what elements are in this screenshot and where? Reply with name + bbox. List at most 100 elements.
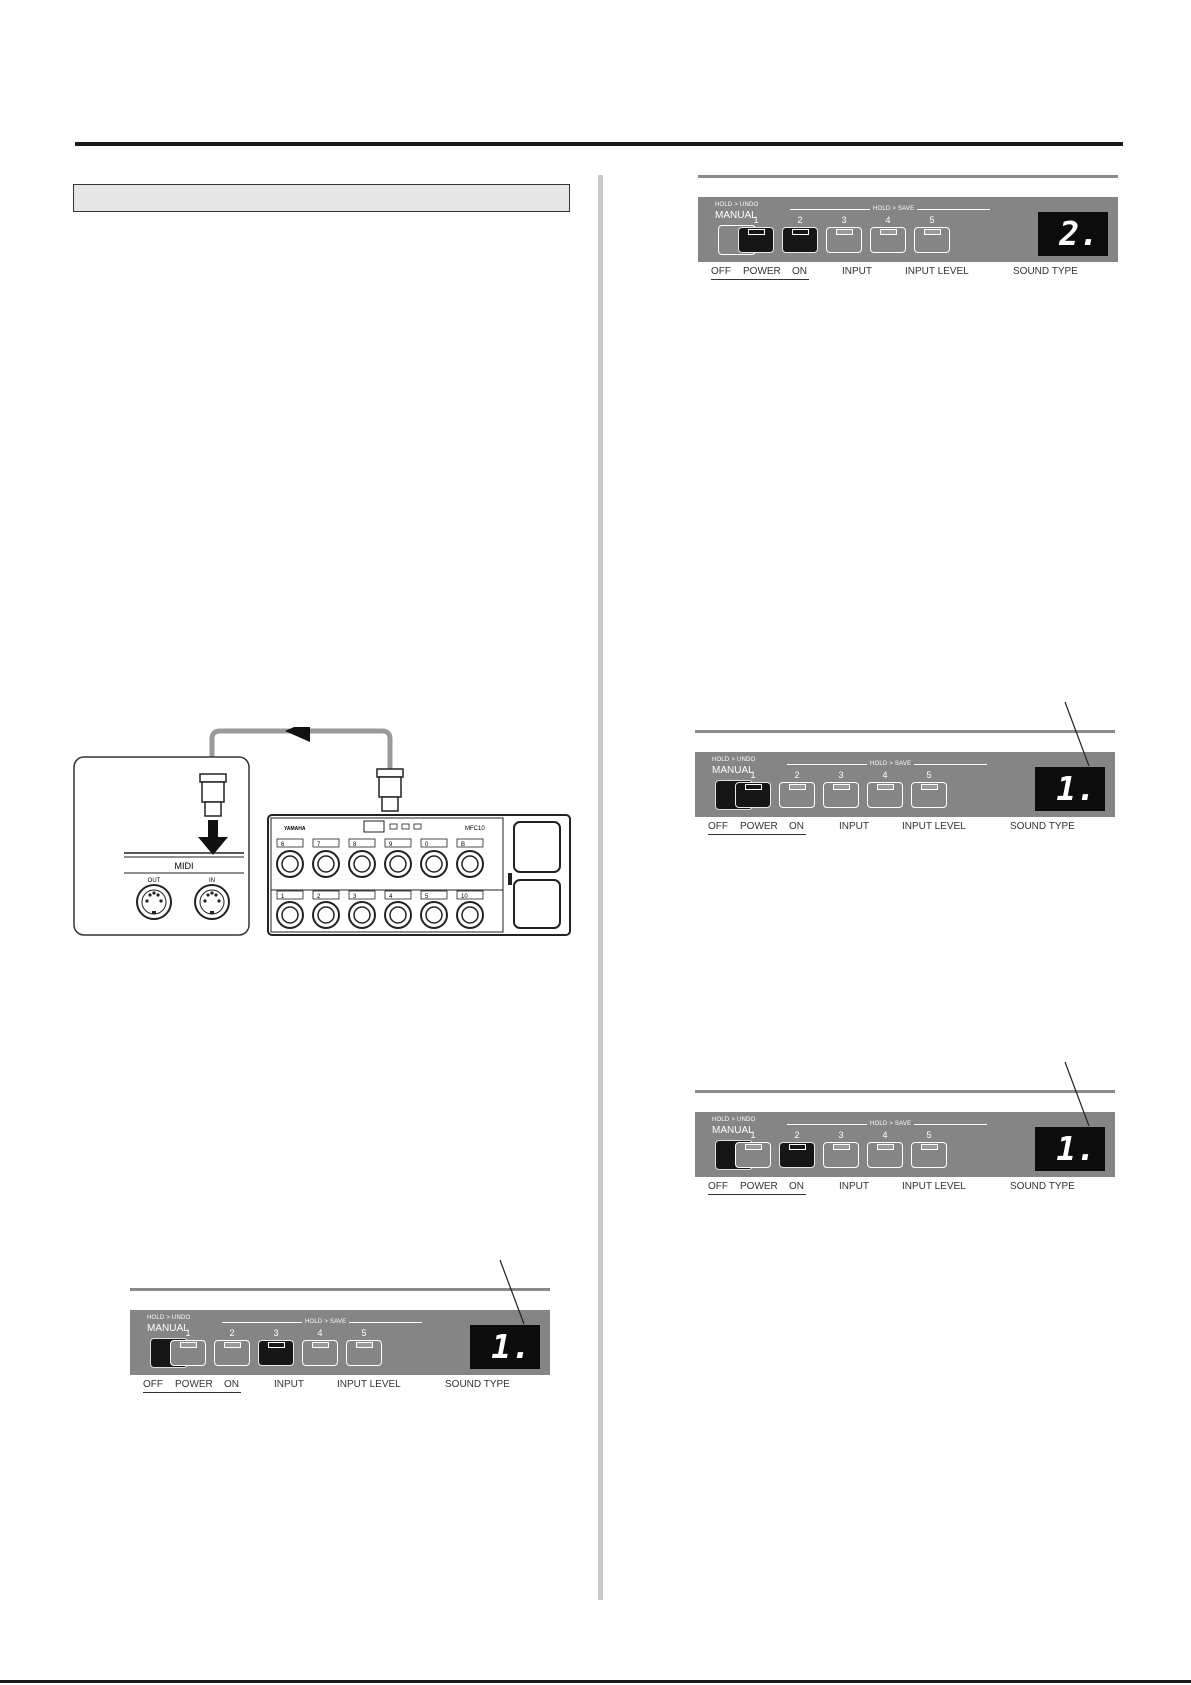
button-number-3: 3 xyxy=(838,770,844,780)
midi-label: MIDI xyxy=(175,861,194,871)
display-digit: 2. xyxy=(1059,214,1099,253)
controller-footswitch-inner xyxy=(353,855,371,873)
on-label: ON xyxy=(224,1379,239,1390)
footswitch-button-4[interactable] xyxy=(870,227,906,253)
midi-plug-right xyxy=(376,768,404,812)
controller-footswitch-inner xyxy=(461,906,479,924)
bottom-rule xyxy=(0,1680,1191,1683)
cable-direction-arrow xyxy=(285,727,310,742)
panel-rule xyxy=(130,1288,550,1291)
controller-switch-label: 9 xyxy=(389,842,393,848)
midi-in-label: IN xyxy=(209,878,215,884)
hold-save-label: HOLD > SAVE xyxy=(867,1121,915,1127)
footswitch-button-3[interactable] xyxy=(823,782,859,808)
footswitch-button-1[interactable] xyxy=(735,782,771,808)
controller-footswitch-inner xyxy=(389,906,407,924)
display-digit: 1. xyxy=(1056,1129,1096,1168)
button-number-2: 2 xyxy=(794,770,800,780)
button-number-3: 3 xyxy=(838,1130,844,1140)
footswitch-button-1[interactable] xyxy=(738,227,774,253)
input-label: INPUT xyxy=(839,821,869,832)
button-number-1: 1 xyxy=(750,1130,756,1140)
button-number-4: 4 xyxy=(882,770,888,780)
footswitch-button-1[interactable] xyxy=(735,1142,771,1168)
button-number-1: 1 xyxy=(185,1328,191,1338)
input-level-label: INPUT LEVEL xyxy=(905,266,969,277)
controller-switch-label: 7 xyxy=(317,842,321,848)
input-level-label: INPUT LEVEL xyxy=(337,1379,401,1390)
controller-switch-label: 1 xyxy=(281,894,285,900)
hold-undo-label: HOLD > UNDO xyxy=(712,757,756,763)
controller-switch-label-box xyxy=(276,838,304,848)
footswitch-button-2[interactable] xyxy=(214,1340,250,1366)
footswitch-button-5[interactable] xyxy=(911,782,947,808)
power-label: POWER xyxy=(740,821,778,832)
button-number-2: 2 xyxy=(797,215,803,225)
hold-save-label: HOLD > SAVE xyxy=(302,1319,350,1325)
footswitch-button-3[interactable] xyxy=(823,1142,859,1168)
controller-switch-label-box xyxy=(276,890,304,900)
hold-undo-label: HOLD > UNDO xyxy=(715,202,759,208)
controller-footswitch-inner xyxy=(353,906,371,924)
button-number-5: 5 xyxy=(929,215,935,225)
power-label: POWER xyxy=(175,1379,213,1390)
footswitch-button-3[interactable] xyxy=(826,227,862,253)
column-divider xyxy=(598,175,603,1600)
off-label: OFF xyxy=(708,821,728,832)
button-number-3: 3 xyxy=(273,1328,279,1338)
footswitch-button-4[interactable] xyxy=(867,782,903,808)
controller-footswitch-inner xyxy=(317,855,335,873)
input-label: INPUT xyxy=(839,1181,869,1192)
midi-out-socket xyxy=(136,884,172,920)
footswitch-button-5[interactable] xyxy=(346,1340,382,1366)
footswitch-button-2[interactable] xyxy=(779,1142,815,1168)
power-label: POWER xyxy=(740,1181,778,1192)
controller-switch-label-box xyxy=(420,838,448,848)
power-label: POWER xyxy=(743,266,781,277)
pointer-line xyxy=(1064,701,1090,767)
button-number-1: 1 xyxy=(750,770,756,780)
controller-footswitch-inner xyxy=(281,855,299,873)
power-underline xyxy=(708,1194,806,1195)
input-level-label: INPUT LEVEL xyxy=(902,1181,966,1192)
controller-switch-label: 5 xyxy=(425,894,429,900)
button-number-1: 1 xyxy=(753,215,759,225)
button-number-4: 4 xyxy=(882,1130,888,1140)
expression-pedal-top xyxy=(513,821,561,873)
sound-type-display: 2. xyxy=(1038,212,1108,256)
footswitch-button-4[interactable] xyxy=(867,1142,903,1168)
footswitch-button-5[interactable] xyxy=(914,227,950,253)
controller-switch-label-box xyxy=(384,838,412,848)
footswitch-button-5[interactable] xyxy=(911,1142,947,1168)
footswitch-button-2[interactable] xyxy=(779,782,815,808)
controller-footswitch-inner xyxy=(389,855,407,873)
panel-rule xyxy=(695,730,1115,733)
midi-out-label: OUT xyxy=(148,878,161,884)
footswitch-button-4[interactable] xyxy=(302,1340,338,1366)
footswitch-button-2[interactable] xyxy=(782,227,818,253)
controller-brand: YAMAHA xyxy=(284,826,306,832)
pointer-line xyxy=(1064,1061,1090,1127)
controller-footswitch-inner xyxy=(425,906,443,924)
controller-switch-label-box xyxy=(456,890,484,900)
button-number-4: 4 xyxy=(317,1328,323,1338)
controller-switch-label: 3 xyxy=(353,894,357,900)
panel-rule xyxy=(695,1090,1115,1093)
controller-switch-label: 8 xyxy=(353,842,357,848)
controller-switch-label-box xyxy=(312,890,340,900)
off-label: OFF xyxy=(708,1181,728,1192)
sound-type-display: 1. xyxy=(470,1325,540,1369)
footswitch-button-3[interactable] xyxy=(258,1340,294,1366)
footswitch-button-1[interactable] xyxy=(170,1340,206,1366)
on-label: ON xyxy=(792,266,807,277)
expression-pedal-bottom xyxy=(513,879,561,929)
button-number-4: 4 xyxy=(885,215,891,225)
manual-label: MANUAL xyxy=(715,210,757,221)
manual-label: MANUAL xyxy=(147,1323,189,1334)
manual-label: MANUAL xyxy=(712,1125,754,1136)
